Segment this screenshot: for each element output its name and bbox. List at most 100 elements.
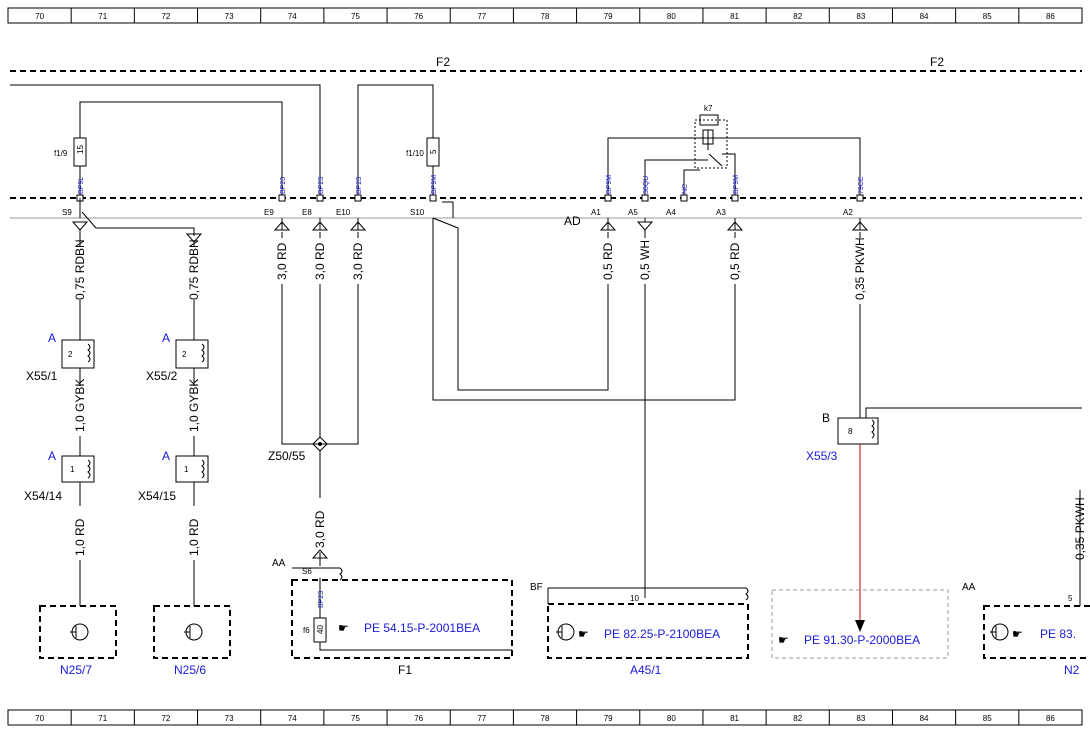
plug-x54-15-a: A (162, 449, 170, 463)
ruler-label: 74 (288, 12, 297, 21)
pointer-icon: ☛ (778, 633, 789, 647)
wire-s9-branch (81, 211, 195, 236)
ruler-label: 73 (225, 12, 234, 21)
plug-x54-14-label: X54/14 (24, 489, 62, 503)
ruler-label: 75 (351, 714, 360, 723)
a45-pin10: 10 (630, 594, 639, 603)
ruler-label: 81 (730, 12, 739, 21)
wire-label-gybk-1: 1,0 GYBK (73, 379, 87, 432)
plug-x55-3-pin: 8 (848, 427, 853, 436)
ruler-label: 71 (98, 714, 107, 723)
conn-ad: AD (564, 214, 581, 228)
wire-feed-f1-10 (357, 84, 434, 196)
ref-link-pe82[interactable]: PE 82.25-P-2100BEA (604, 627, 720, 641)
code-bp9m-s10: BP9M (431, 175, 438, 194)
code-bp23-e10: BP23 (356, 177, 363, 194)
aa-label-n2: AA (962, 582, 976, 593)
ruler-label: 80 (667, 714, 676, 723)
connector-pin (429, 194, 437, 202)
wire-s10-a1 (432, 217, 609, 391)
pointer-icon: ☛ (338, 621, 349, 635)
ruler-label: 77 (477, 714, 486, 723)
ruler-label: 84 (920, 714, 929, 723)
ruler-label: 77 (477, 12, 486, 21)
ruler-label: 72 (161, 714, 170, 723)
f1-s6-label: S6 (302, 567, 312, 576)
f1-bp23-code: BP23 (318, 591, 325, 608)
conn-s9: S9 (62, 208, 72, 217)
plug-x55-1-pin: 2 (68, 350, 73, 359)
ruler-label: 85 (983, 714, 992, 723)
wire-label-pkwh-cut: 0,35 PKWH (1073, 497, 1087, 560)
plug-x54-15: A 1 X54/15 (138, 449, 209, 503)
wire-label-rd30-e10: 3,0 RD (351, 242, 365, 280)
wire-label-rd05-a3: 0,5 RD (728, 242, 742, 280)
ruler-label: 82 (793, 714, 802, 723)
code-nc: NC (682, 184, 689, 194)
conn-a5: A5 (628, 208, 638, 217)
connector-pin (731, 194, 739, 202)
ref-link-pe91[interactable]: PE 91.30-P-2000BEA (804, 633, 920, 647)
fuse-f1-9-label: f1/9 (54, 149, 68, 158)
wire-label-rd30-e9: 3,0 RD (275, 242, 289, 280)
connector-pin (604, 194, 612, 202)
code-30qu: 30QU (643, 176, 650, 194)
code-bp23-e8: BP23 (318, 177, 325, 194)
ref-link-pe83[interactable]: PE 83. (1040, 627, 1076, 641)
ref-box-pe91: ☛ PE 91.30-P-2000BEA (771, 589, 949, 659)
code-79ce: 79CE (858, 176, 865, 194)
terminals-a (599, 218, 869, 231)
ruler-label: 70 (35, 714, 44, 723)
plug-x54-15-pin: 1 (184, 465, 189, 474)
conn-a3: A3 (716, 208, 726, 217)
ruler-label: 79 (604, 714, 613, 723)
plug-x55-2: A 2 X55/2 (146, 331, 209, 383)
aa-label-f1: AA (272, 558, 286, 569)
conn-s10: S10 (410, 208, 425, 217)
wire-label-rd05-a1: 0,5 RD (601, 242, 615, 280)
component-n2: AA 5 ☛ PE 83. N2 (962, 582, 1090, 677)
ruler-label: 81 (730, 714, 739, 723)
ruler-label: 78 (541, 714, 550, 723)
wire-label-rd30-e8: 3,0 RD (313, 242, 327, 280)
f1-f6-label: f6 (303, 626, 310, 635)
connector-labels: S9 E9 E8 E10 S10 AD A1 A5 A4 A3 A2 (62, 208, 853, 228)
plug-x54-14-pin: 1 (70, 465, 75, 474)
ruler-label: 74 (288, 714, 297, 723)
plug-x54-14: A 1 X54/14 (24, 449, 95, 503)
component-n25-7-label: N25/7 (60, 663, 92, 677)
component-a45-1: BF 10 ☛ PE 82.25-P-2100BEA A45/1 (530, 582, 749, 677)
ruler-label: 73 (225, 714, 234, 723)
component-n25-6: N25/6 (153, 605, 231, 677)
ref-link-pe54[interactable]: PE 54.15-P-2001BEA (364, 621, 480, 635)
f2-bus-label-right: F2 (930, 55, 944, 69)
connector-pin (641, 194, 649, 202)
ruler-label: 80 (667, 12, 676, 21)
wire-label-rd10-1: 1,0 RD (73, 518, 87, 556)
component-n2-label: N2 (1064, 663, 1080, 677)
wire-label-rdbn-2: 0,75 RDBN (187, 239, 201, 300)
wire-s10-a3 (432, 218, 736, 401)
component-a45-1-label: A45/1 (630, 663, 662, 677)
f1-pin40: 40 (316, 625, 325, 634)
plug-x55-2-label: X55/2 (146, 369, 178, 383)
ruler-label: 79 (604, 12, 613, 21)
conn-a1: A1 (591, 208, 601, 217)
wire-feed-f1-9 (79, 101, 283, 196)
plug-x55-1: A 2 X55/1 (26, 331, 95, 383)
relay-k7: k7 (607, 104, 861, 196)
conn-a4: A4 (666, 208, 676, 217)
conn-e9: E9 (264, 208, 274, 217)
plug-x54-14-a: A (48, 449, 56, 463)
connector-pin (354, 194, 362, 202)
ruler-label: 76 (414, 714, 423, 723)
fuse-f1-10-label: f1/10 (406, 149, 424, 158)
ruler-label: 75 (351, 12, 360, 21)
connector-pin (316, 194, 324, 202)
terminal-s9-b (185, 233, 203, 243)
wire-label-rd30-out: 3,0 RD (313, 510, 327, 548)
component-n25-6-label: N25/6 (174, 663, 206, 677)
ruler-label: 70 (35, 12, 44, 21)
